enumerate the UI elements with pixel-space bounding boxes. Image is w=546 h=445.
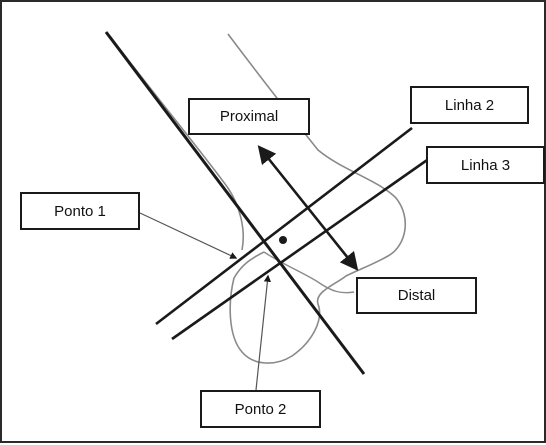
distal-label: Distal: [356, 277, 477, 314]
proximal-label: Proximal: [188, 98, 310, 135]
ponto-1-label: Ponto 1: [20, 192, 140, 230]
proximal-distal-arrow: [257, 145, 359, 271]
center-point: [279, 236, 287, 244]
ponto-2-label: Ponto 2: [200, 390, 321, 428]
linha-3-label: Linha 3: [426, 146, 545, 184]
linha-2-label: Linha 2: [410, 86, 529, 124]
ponto-2-leader: [255, 274, 271, 391]
ponto-1-leader: [139, 212, 238, 259]
axis-line: [104, 31, 366, 375]
